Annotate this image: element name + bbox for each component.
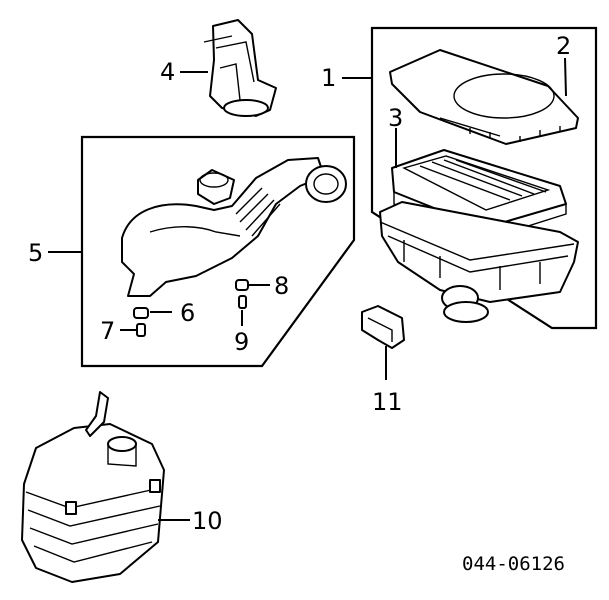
group-box-intake-hose <box>80 135 356 368</box>
air-cleaner-cap-part <box>389 49 579 145</box>
callout-6: 6 <box>180 299 195 327</box>
fitting-7-part <box>136 323 146 337</box>
fitting-8-part <box>235 279 249 291</box>
callout-8: 8 <box>274 272 289 300</box>
callout-3: 3 <box>388 104 403 132</box>
callout-1: 1 <box>321 64 336 92</box>
callout-10: 10 <box>192 507 223 535</box>
inlet-duct-part <box>203 19 277 117</box>
callout-11: 11 <box>372 388 403 416</box>
intake-hose-part <box>121 157 347 297</box>
air-flow-sensor-part <box>361 305 405 349</box>
resonator-part <box>21 391 165 583</box>
leader-line-2 <box>564 57 567 97</box>
fitting-9-part <box>238 295 247 309</box>
callout-2: 2 <box>556 32 571 60</box>
fitting-6-part <box>133 307 149 319</box>
callout-9: 9 <box>234 328 249 356</box>
callout-7: 7 <box>100 317 115 345</box>
callout-5: 5 <box>28 239 43 267</box>
diagram-code: 044-06126 <box>462 553 565 575</box>
callout-4: 4 <box>160 58 175 86</box>
group-box-air-cleaner <box>370 26 598 330</box>
air-cleaner-case-part <box>379 201 579 323</box>
